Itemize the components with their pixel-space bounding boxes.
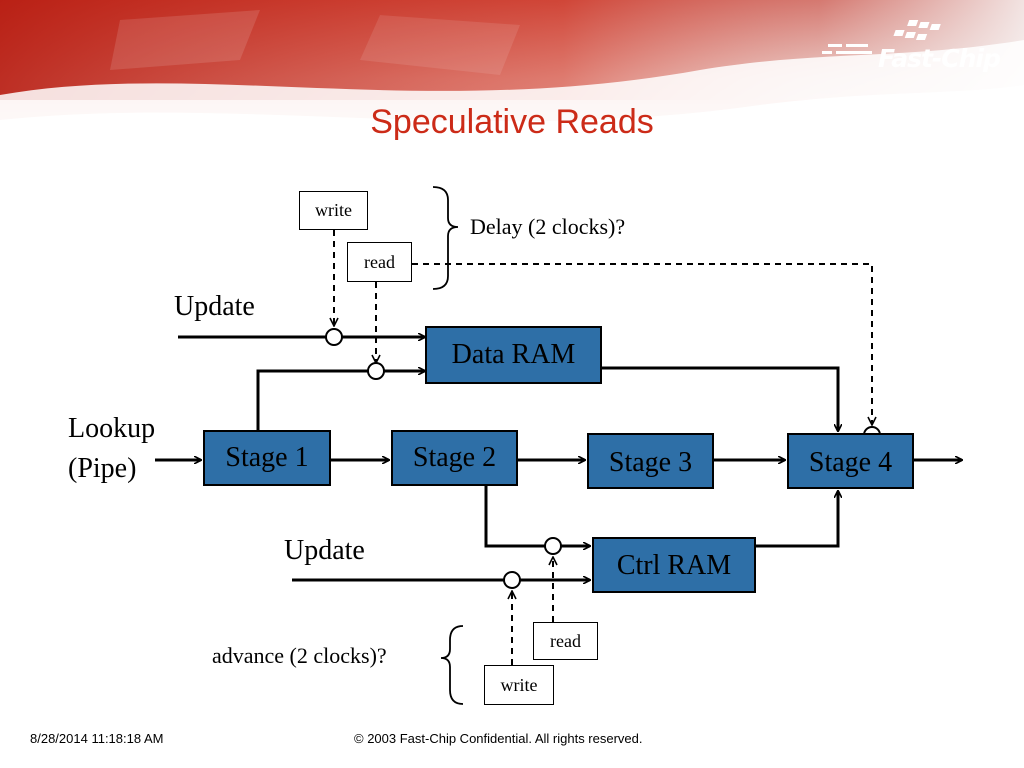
top-brace <box>432 186 459 290</box>
enable-circle-update-top <box>325 328 343 346</box>
top-write-label: write <box>315 200 352 220</box>
stage2-box: Stage 2 <box>391 430 518 486</box>
stage1-to-dataram <box>256 371 425 430</box>
bottom-read-label: read <box>550 631 581 651</box>
delay-note: Delay (2 clocks)? <box>470 214 626 239</box>
stage4-label: Stage 4 <box>808 447 893 478</box>
advance-note: advance (2 clocks)? <box>212 643 387 668</box>
update-top-label: Update <box>174 291 255 322</box>
stage1-box: Stage 1 <box>203 430 331 486</box>
enable-circle-update-bottom <box>503 571 521 589</box>
header-banner <box>0 0 1024 175</box>
footer-timestamp: 8/28/2014 11:18:18 AM <box>30 731 164 746</box>
enable-circle-ctrlram-read <box>544 537 562 555</box>
logo-text: Fast-Chip <box>878 44 1001 73</box>
data-ram-label: Data RAM <box>451 339 576 370</box>
bottom-write-label: write <box>500 675 538 695</box>
top-read-box: read <box>347 242 412 282</box>
lookup-label: Lookup <box>68 413 156 444</box>
bottom-write-box: write <box>484 665 554 705</box>
enable-circle-dataram-read <box>367 362 385 380</box>
stage2-label: Stage 2 <box>412 442 497 473</box>
stage4-box: Stage 4 <box>787 433 914 489</box>
ctrl-ram-label: Ctrl RAM <box>616 550 732 581</box>
slide-title: Speculative Reads <box>370 103 654 141</box>
pipe-label: (Pipe) <box>68 453 137 484</box>
stage3-box: Stage 3 <box>587 433 714 489</box>
stage1-label: Stage 1 <box>225 442 309 473</box>
dataram-to-stage4 <box>602 366 838 431</box>
ctrlram-to-stage4 <box>756 491 838 548</box>
footer-copyright: © 2003 Fast-Chip Confidential. All right… <box>354 731 643 746</box>
top-read-label: read <box>364 252 395 272</box>
top-write-box: write <box>299 191 368 230</box>
update-bottom-label: Update <box>284 535 365 566</box>
bottom-read-box: read <box>533 622 598 660</box>
bottom-brace <box>440 625 464 705</box>
data-ram-box: Data RAM <box>425 326 602 384</box>
stage3-label: Stage 3 <box>608 447 693 478</box>
ctrl-ram-box: Ctrl RAM <box>592 537 756 593</box>
stage2-to-ctrlram <box>484 485 590 546</box>
fast-chip-logo <box>822 20 941 54</box>
